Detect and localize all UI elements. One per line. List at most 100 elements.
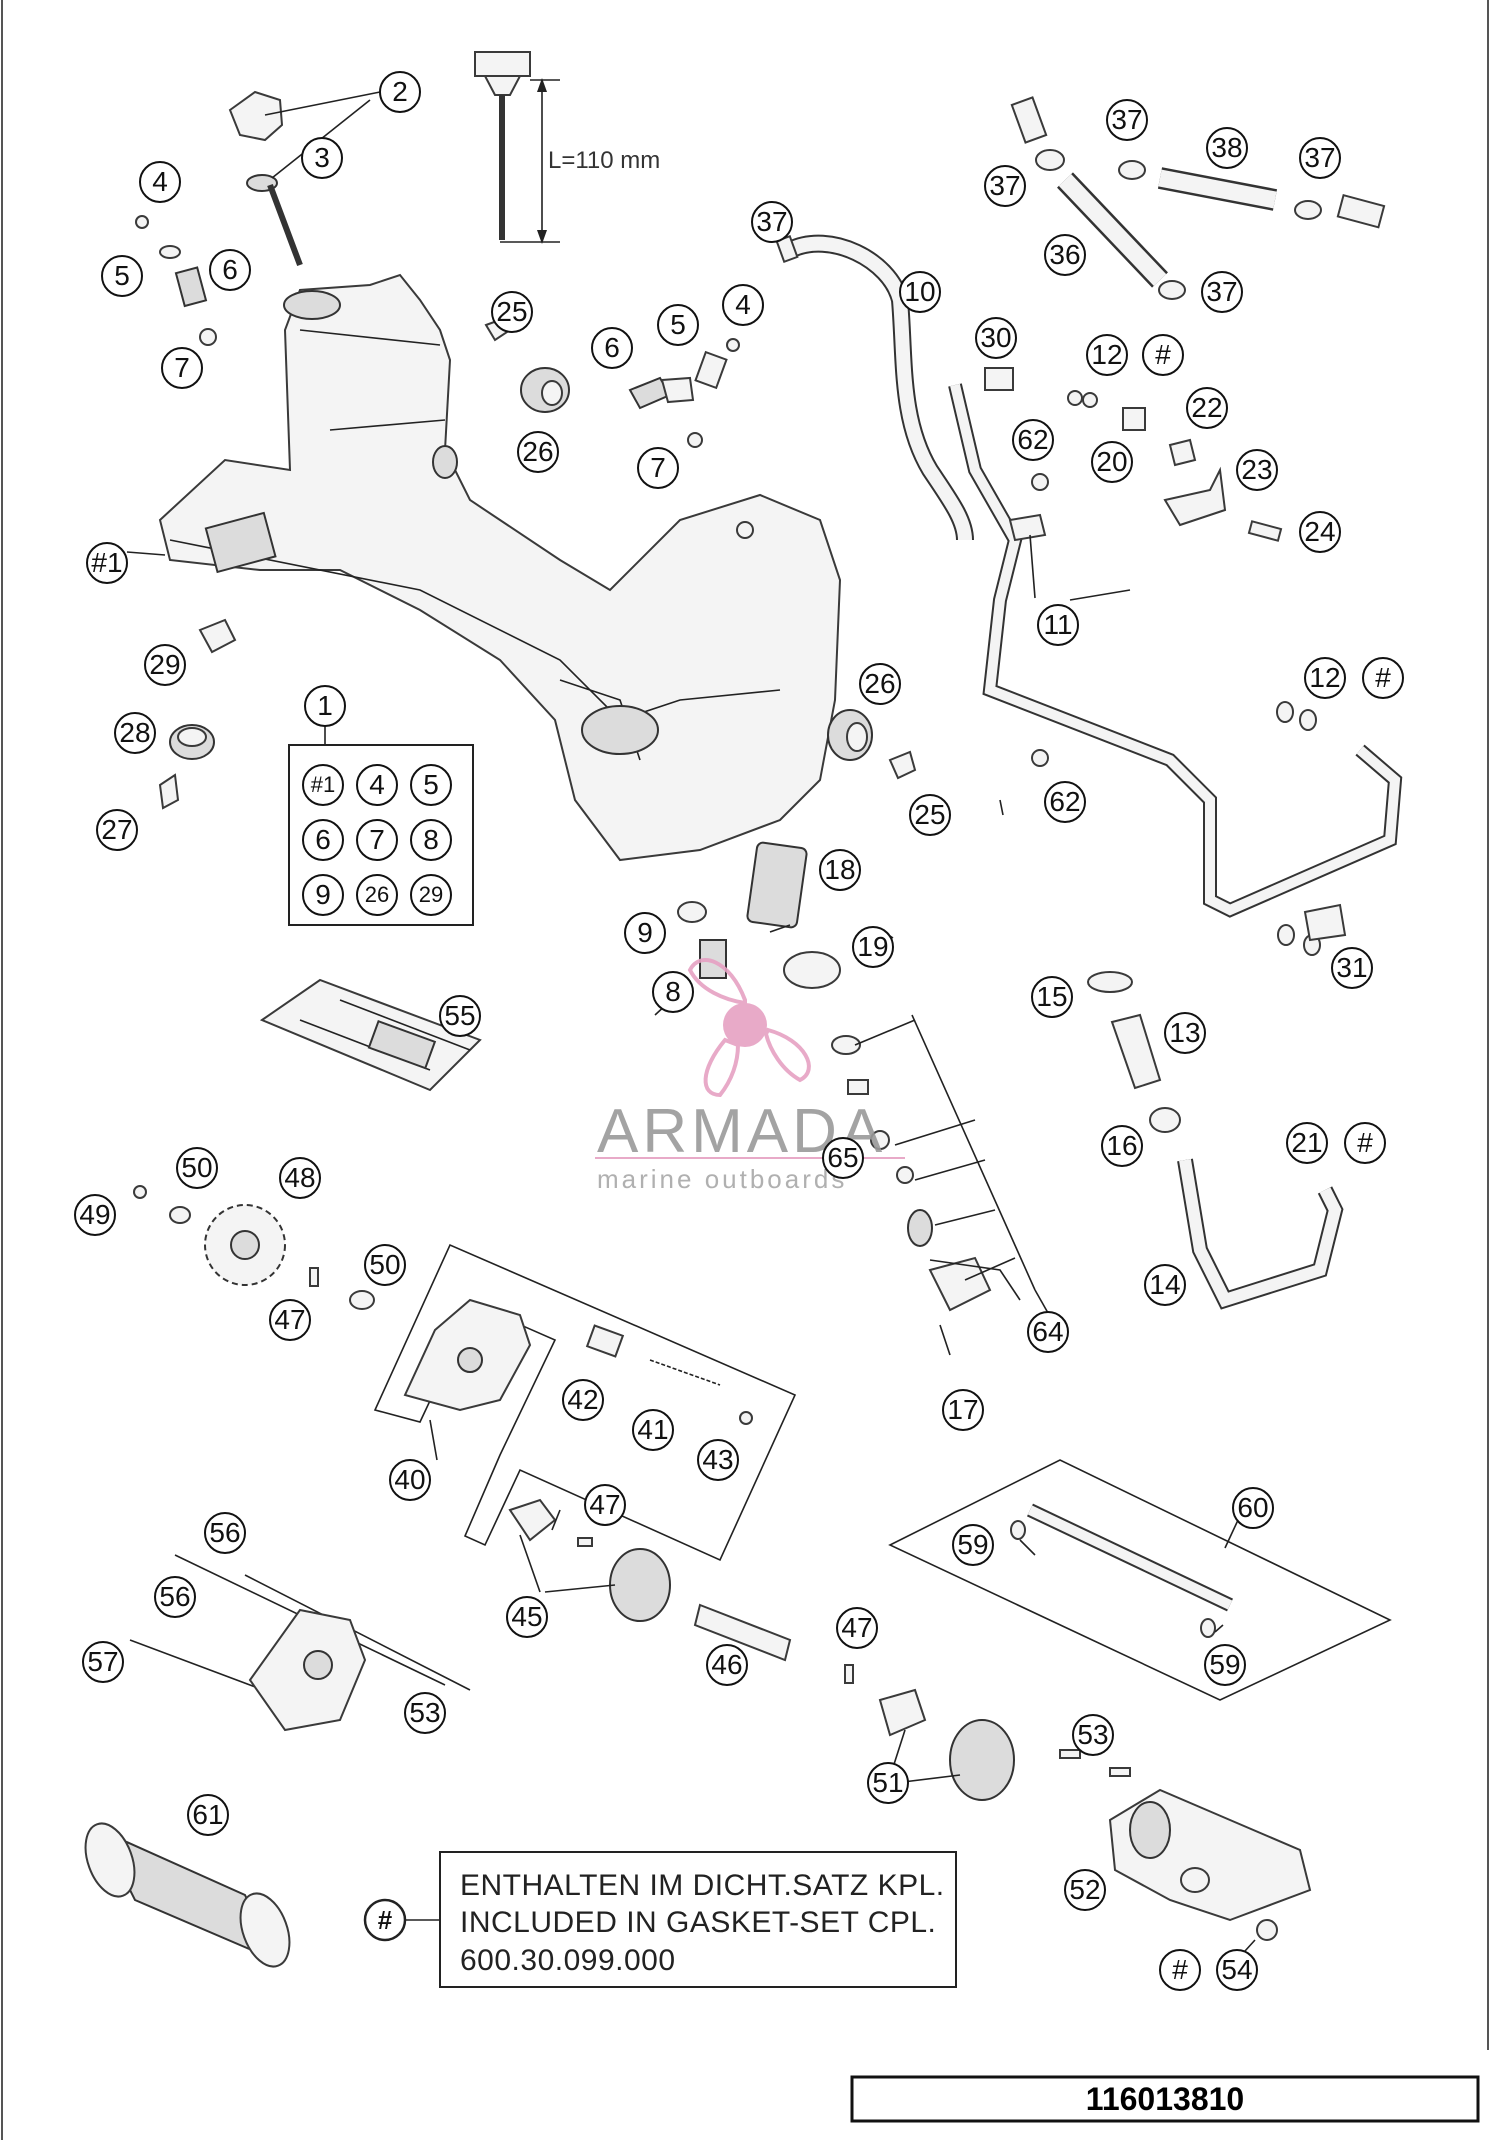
callout-15: 15 — [1031, 976, 1073, 1018]
callout-56a: 56 — [204, 1512, 246, 1554]
callout-number: 20 — [1096, 446, 1128, 477]
gasket-set-legend: # ENTHALTEN IM DICHT.SATZ KPL. INCLUDED … — [363, 1851, 957, 1988]
callout-number: 37 — [1304, 142, 1336, 173]
filler-cap — [228, 90, 303, 267]
callout-number: 36 — [1049, 239, 1081, 270]
callout-40: 40 — [389, 1459, 431, 1501]
callout-26b: 26 — [859, 663, 901, 705]
callout-30: 30 — [975, 317, 1017, 359]
callout-number: 37 — [756, 206, 788, 237]
callout-47c: 47 — [836, 1607, 878, 1649]
callout-56b: 56 — [154, 1576, 196, 1618]
oil-filter-61 — [84, 1822, 291, 1968]
callout-number: 62 — [1049, 786, 1081, 817]
callout-number: 40 — [394, 1464, 426, 1495]
callout-number: 26 — [522, 436, 554, 467]
callout-21: 21 — [1286, 1122, 1328, 1164]
callout-number: 29 — [149, 649, 181, 680]
callout-number: 7 — [650, 452, 666, 483]
callout-number: 7 — [174, 352, 190, 383]
callout-number: 2 — [392, 76, 408, 107]
callout-number: 13 — [1169, 1017, 1201, 1048]
callout-number: 41 — [637, 1414, 669, 1445]
kit-item: 7 — [356, 819, 398, 861]
callout-50b: 50 — [364, 1244, 406, 1286]
callout-number: # — [1172, 1954, 1188, 1985]
bracket-parts — [984, 367, 1283, 767]
callout-28: 28 — [114, 712, 156, 754]
callout-number: 12 — [1091, 339, 1123, 370]
callout-number: 52 — [1069, 1874, 1101, 1905]
callout-3: 3 — [301, 137, 343, 179]
callout-42: 42 — [562, 1379, 604, 1421]
callout-number: 47 — [589, 1489, 621, 1520]
callout-38: 38 — [1206, 127, 1248, 169]
kit-item: 29 — [410, 874, 452, 916]
callout-number: 26 — [864, 668, 896, 699]
callout-9: 9 — [624, 912, 666, 954]
callout-number: 37 — [1111, 104, 1143, 135]
callout-number: 38 — [1211, 132, 1243, 163]
callout-7b: 7 — [637, 447, 679, 489]
callout-51: 51 — [867, 1762, 909, 1804]
callout-5b: 5 — [657, 304, 699, 346]
callout-11: 11 — [1037, 604, 1079, 646]
kit-item-number: 7 — [369, 824, 385, 855]
callout-53b: 53 — [1072, 1714, 1114, 1756]
callout-number: 56 — [209, 1517, 241, 1548]
callout-65: 65 — [822, 1137, 864, 1179]
callout-27: 27 — [96, 809, 138, 851]
sprocket-48 — [133, 1185, 375, 1310]
callout-7a: 7 — [161, 347, 203, 389]
callout-number: 49 — [79, 1199, 111, 1230]
callout-number: 37 — [989, 170, 1021, 201]
callout-14: 14 — [1144, 1264, 1186, 1306]
callout-number: 51 — [872, 1767, 904, 1798]
leader-lines — [126, 91, 1256, 1952]
pump-housing-kit-40 — [373, 1243, 797, 1562]
callout-number: 43 — [702, 1444, 734, 1475]
callout-number: 30 — [980, 322, 1012, 353]
callout-55: 55 — [439, 995, 481, 1037]
callout-22: 22 — [1186, 387, 1228, 429]
callout-61: 61 — [187, 1794, 229, 1836]
callout-h1: #1 — [86, 542, 128, 584]
callout-number: 48 — [284, 1162, 316, 1193]
kit-item-number: 9 — [315, 879, 331, 910]
callout-number: 45 — [511, 1601, 543, 1632]
callout-number: # — [1357, 1127, 1373, 1158]
callout-number: 23 — [1241, 454, 1273, 485]
callout-47b: 47 — [584, 1484, 626, 1526]
kit-item-number: 5 — [423, 769, 439, 800]
left-small-parts — [158, 618, 237, 810]
callout-number: 10 — [904, 276, 936, 307]
callout-50a: 50 — [176, 1147, 218, 1189]
callout-number: 65 — [827, 1142, 859, 1173]
callout-18: 18 — [819, 849, 861, 891]
callout-number: 17 — [947, 1394, 979, 1425]
callout-number: 3 — [314, 142, 330, 173]
pump-rotors — [508, 1498, 1131, 1801]
callout-19: 19 — [852, 926, 894, 968]
dipstick: L=110 mm — [474, 51, 660, 244]
callout-43: 43 — [697, 1439, 739, 1481]
callout-number: 50 — [369, 1249, 401, 1280]
pump-body-52 — [1108, 1788, 1312, 1941]
breather-hoses — [1010, 96, 1386, 300]
callout-48: 48 — [279, 1157, 321, 1199]
kit-item: 6 — [302, 819, 344, 861]
callout-number: 25 — [496, 296, 528, 327]
callout-62b: 62 — [1044, 781, 1086, 823]
reference-number: 116013810 — [1086, 2081, 1244, 2117]
callout-13: 13 — [1164, 1012, 1206, 1054]
kit-item: 26 — [356, 874, 398, 916]
callout-1: 1 — [304, 685, 346, 727]
callout-hash-1: # — [1142, 334, 1184, 376]
callout-6b: 6 — [591, 327, 633, 369]
callout-number: 11 — [1043, 609, 1073, 640]
callout-number: 27 — [101, 814, 133, 845]
callout-number: 31 — [1336, 952, 1368, 983]
callout-37a: 37 — [751, 201, 793, 243]
callout-number: 14 — [1149, 1269, 1181, 1300]
oil-tank — [158, 273, 842, 862]
